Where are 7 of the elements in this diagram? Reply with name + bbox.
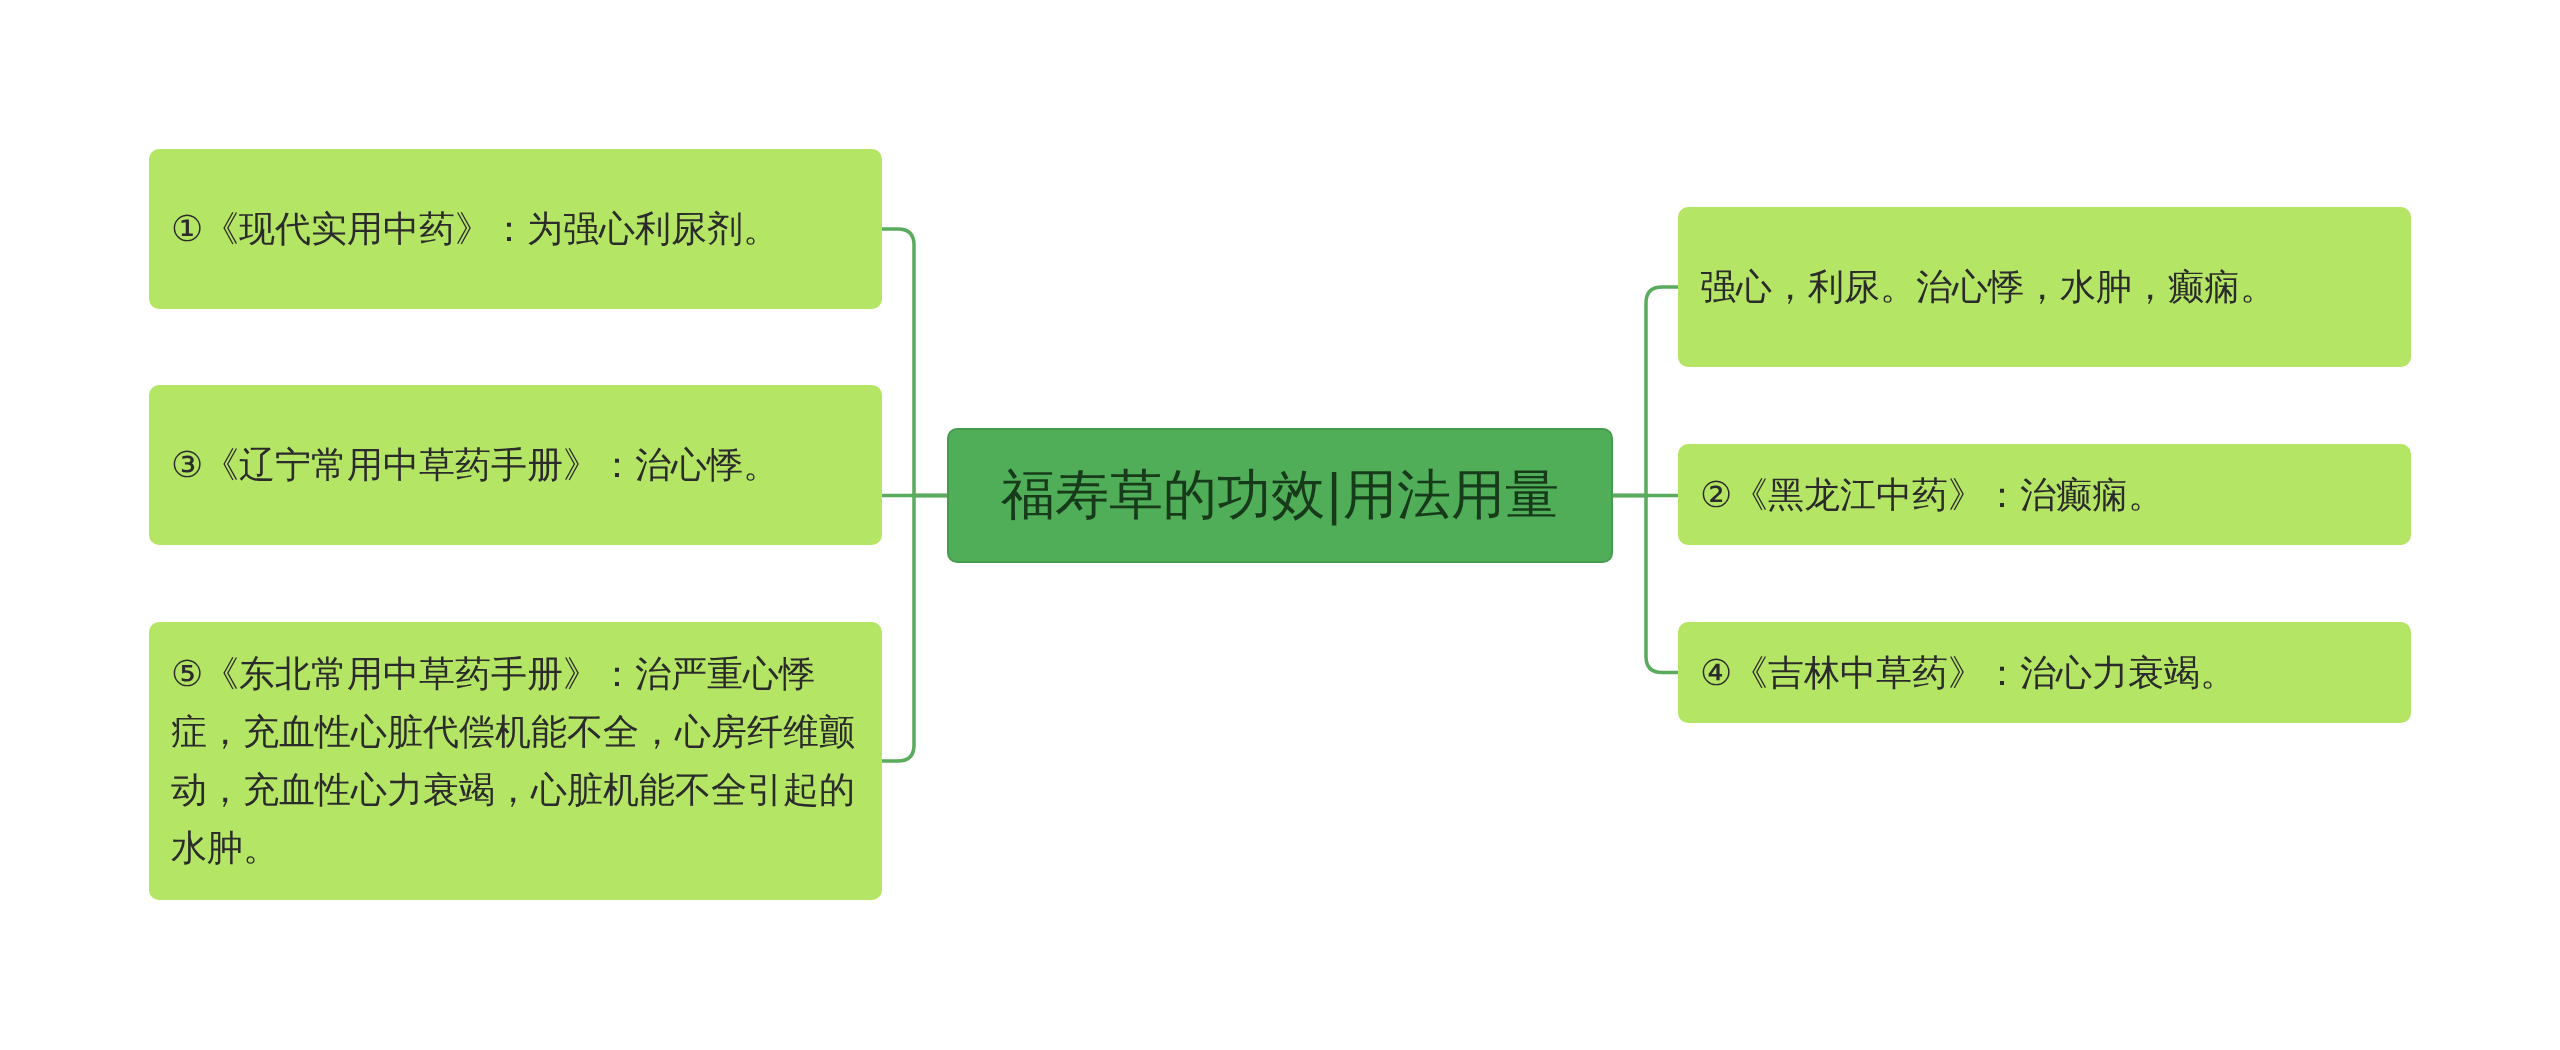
subtopic-box: 强心，利尿。治心悸，水肿，癫痫。 — [1678, 207, 2411, 367]
subtopic-box: ③《辽宁常用中草药手册》：治心悸。 — [149, 385, 882, 545]
subtopic-box: ②《黑龙江中药》：治癫痫。 — [1678, 444, 2411, 545]
subtopic-box: ④《吉林中草药》：治心力衰竭。 — [1678, 622, 2411, 723]
topic-box: 福寿草的功效|用法用量 — [947, 428, 1613, 563]
subtopic-box: ①《现代实用中药》：为强心利尿剂。 — [149, 149, 882, 309]
subtopic-box: ⑤《东北常用中草药手册》：治严重心悸症，充血性心脏代偿机能不全，心房纤维颤动，充血性心力衰竭，心脏机能不全引起的水肿。 — [149, 622, 882, 900]
